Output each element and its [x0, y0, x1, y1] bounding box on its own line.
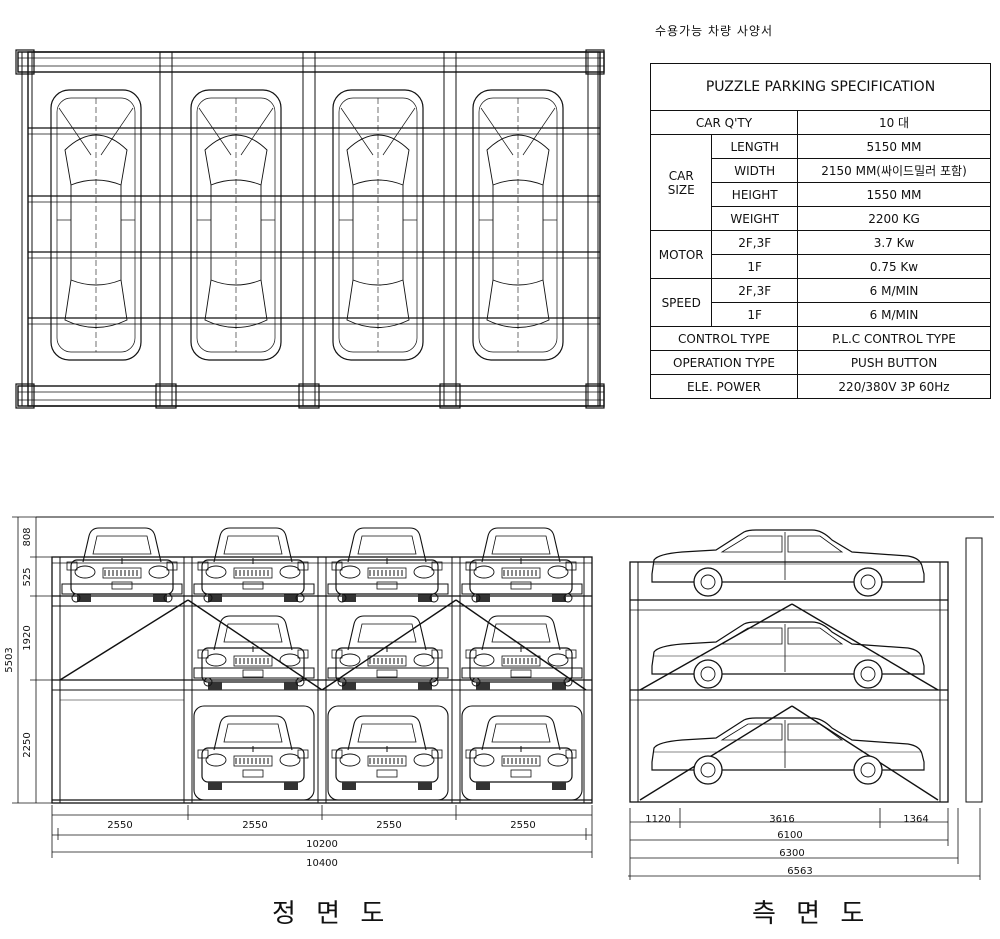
top-view-plan — [15, 49, 605, 409]
width-value: 2150 MM(싸이드밀러 포함) — [797, 158, 991, 183]
control-type-value: P.L.C CONTROL TYPE — [797, 326, 991, 351]
speed-1f-label: 1F — [711, 302, 798, 327]
car-side-top — [651, 529, 925, 597]
height-label: HEIGHT — [711, 182, 798, 207]
side-dimension-labels: 1120 3616 1364 6100 6300 6563 — [645, 814, 928, 877]
weight-label: WEIGHT — [711, 206, 798, 231]
car-top-2 — [190, 89, 282, 361]
car-top-3 — [332, 89, 424, 361]
front-dimension-labels: 808 525 1920 2250 5503 2550 2550 2550 25… — [4, 527, 536, 869]
speed-2f3f-label: 2F,3F — [711, 278, 798, 303]
spec-table-title: PUZZLE PARKING SPECIFICATION — [650, 63, 991, 111]
dim-1364: 1364 — [903, 814, 928, 825]
dim-bay-2: 2550 — [242, 820, 267, 831]
motor-2f3f-label: 2F,3F — [711, 230, 798, 255]
dim-1120: 1120 — [645, 814, 670, 825]
car-front-top-3 — [331, 527, 443, 603]
dim-10200: 10200 — [306, 839, 338, 850]
front-view-elevation — [12, 516, 994, 858]
motor-1f-value: 0.75 Kw — [797, 254, 991, 279]
car-top-4 — [472, 89, 564, 361]
front-view-caption: 정 면 도 — [272, 899, 391, 929]
operation-type-value: PUSH BUTTON — [797, 350, 991, 375]
dim-6100: 6100 — [777, 830, 802, 841]
car-qty-label: CAR Q'TY — [650, 110, 798, 135]
length-label: LENGTH — [711, 134, 798, 159]
weight-value: 2200 KG — [797, 206, 991, 231]
operation-type-label: OPERATION TYPE — [650, 350, 798, 375]
dim-bay-1: 2550 — [107, 820, 132, 831]
speed-label: SPEED — [649, 278, 713, 327]
length-value: 5150 MM — [797, 134, 991, 159]
car-front-mid-2 — [331, 615, 443, 691]
ele-power-label: ELE. POWER — [650, 374, 798, 399]
dim-bay-3: 2550 — [376, 820, 401, 831]
control-type-label: CONTROL TYPE — [650, 326, 798, 351]
spec-table: PUZZLE PARKING SPECIFICATION CAR Q'TY 10… — [649, 63, 991, 399]
car-front-mid-3 — [465, 615, 577, 691]
dim-808: 808 — [22, 527, 33, 546]
motor-label: MOTOR — [649, 230, 713, 279]
side-view-elevation — [628, 529, 983, 880]
car-front-bot-1 — [197, 715, 309, 791]
spec-heading-note: 수용가능 차량 사양서 — [655, 24, 773, 38]
car-side-mid — [651, 621, 925, 689]
dim-525: 525 — [22, 567, 33, 586]
dim-6563: 6563 — [787, 866, 812, 877]
dim-bay-4: 2550 — [510, 820, 535, 831]
car-front-top-2 — [197, 527, 309, 603]
car-top-1 — [50, 89, 142, 361]
car-front-top-4 — [465, 527, 577, 603]
dim-1920: 1920 — [22, 625, 33, 650]
dim-5503: 5503 — [4, 647, 15, 672]
ele-power-value: 220/380V 3P 60Hz — [797, 374, 991, 399]
car-qty-value: 10 대 — [797, 110, 991, 135]
dim-2250: 2250 — [22, 732, 33, 757]
dim-10400: 10400 — [306, 858, 338, 869]
height-value: 1550 MM — [797, 182, 991, 207]
side-view-caption: 측 면 도 — [752, 899, 871, 929]
speed-1f-value: 6 M/MIN — [797, 302, 991, 327]
motor-2f3f-value: 3.7 Kw — [797, 230, 991, 255]
car-front-bot-2 — [331, 715, 443, 791]
speed-2f3f-value: 6 M/MIN — [797, 278, 991, 303]
width-label: WIDTH — [711, 158, 798, 183]
dim-3616: 3616 — [769, 814, 794, 825]
car-front-top-1 — [66, 527, 178, 603]
motor-1f-label: 1F — [711, 254, 798, 279]
car-front-mid-1 — [197, 615, 309, 691]
car-side-bot — [651, 717, 925, 785]
dim-6300: 6300 — [779, 848, 804, 859]
car-front-bot-3 — [465, 715, 577, 791]
